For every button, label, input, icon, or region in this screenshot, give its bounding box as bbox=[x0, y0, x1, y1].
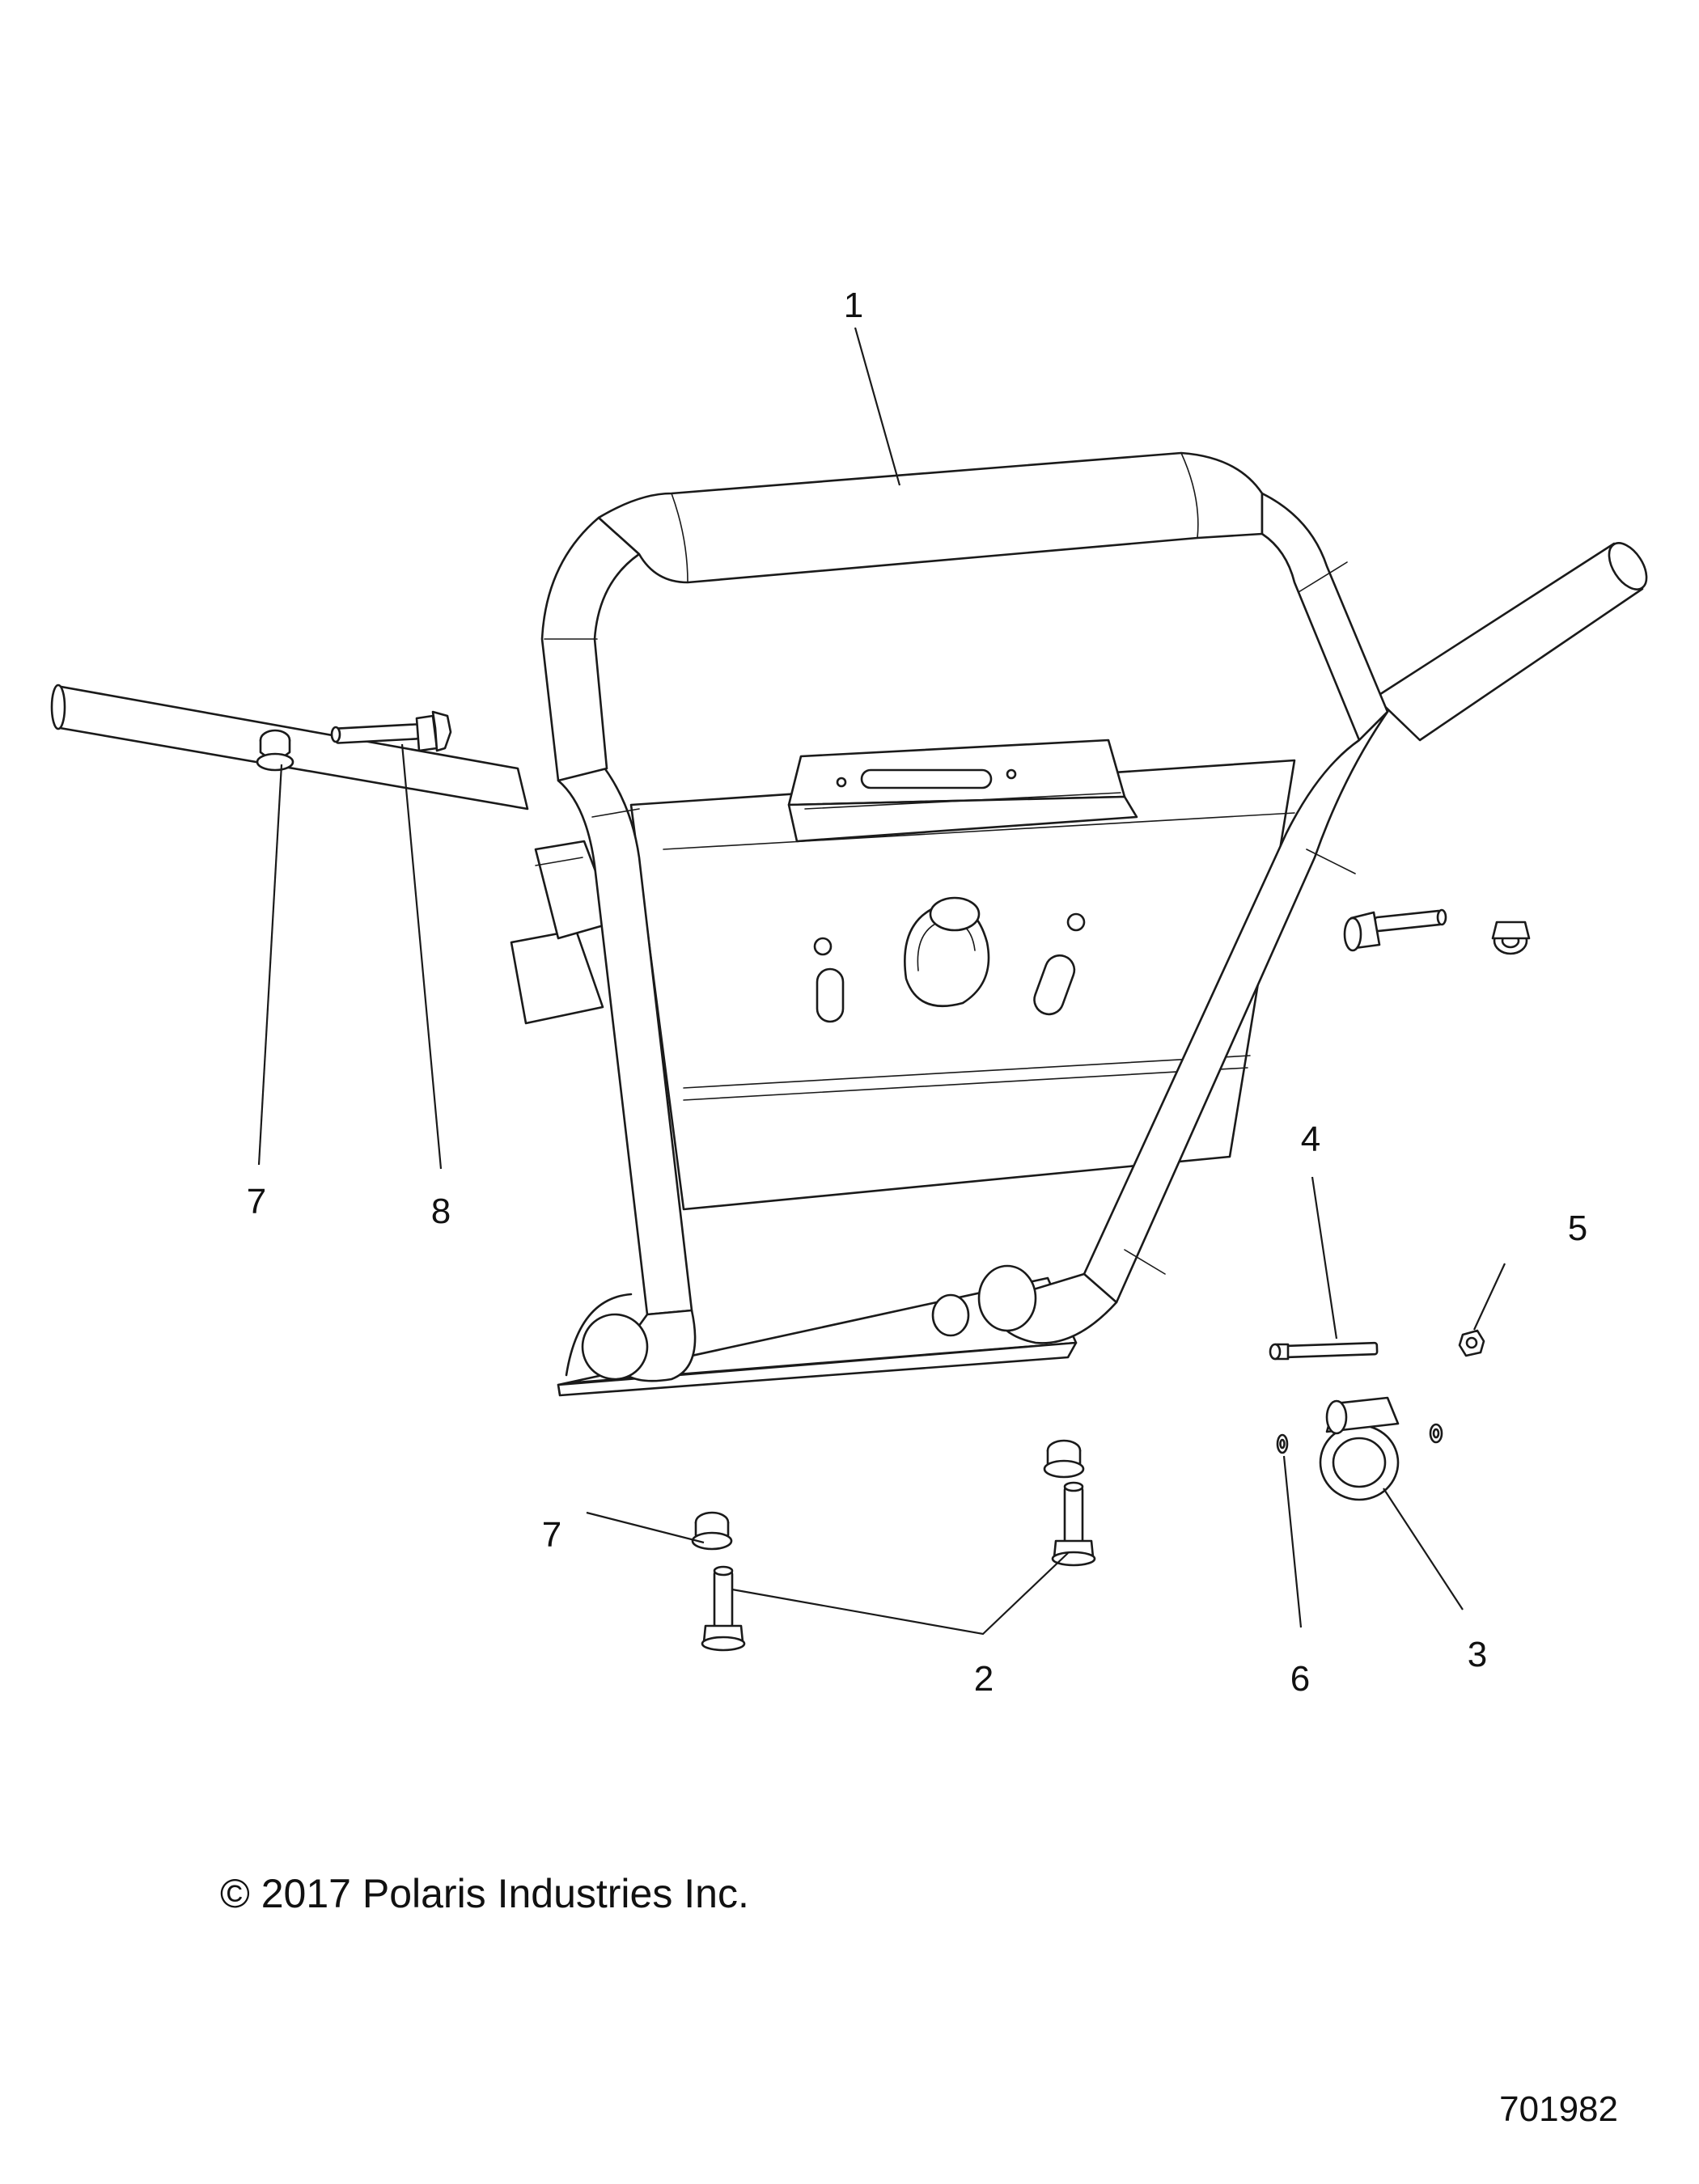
leader-4 bbox=[1311, 1176, 1338, 1340]
leader-7b bbox=[586, 1511, 705, 1544]
bumper-rear-mount-bracket bbox=[510, 840, 616, 1025]
nut-lower-right bbox=[1043, 1439, 1085, 1479]
washer-part-6-pair bbox=[1429, 1423, 1443, 1444]
leader-1 bbox=[854, 327, 901, 486]
bolt-part-4 bbox=[1269, 1341, 1379, 1361]
nut-part-7-lower-left bbox=[691, 1511, 733, 1551]
bumper-main-hoop-tube bbox=[540, 451, 1389, 1382]
washer-part-6 bbox=[1276, 1433, 1289, 1454]
callout-3: 3 bbox=[1468, 1635, 1487, 1674]
bolt-right-upper bbox=[1343, 908, 1447, 952]
bolt-part-2-left bbox=[701, 1565, 746, 1652]
nut-part-7-left bbox=[256, 729, 294, 772]
bumper-right-extension-tube bbox=[1374, 542, 1648, 742]
leader-2 bbox=[731, 1552, 1069, 1636]
nut-part-5 bbox=[1458, 1329, 1485, 1357]
callout-7-upper: 7 bbox=[247, 1182, 266, 1221]
bolt-part-8 bbox=[330, 710, 452, 752]
leader-5 bbox=[1473, 1263, 1506, 1331]
callout-1: 1 bbox=[844, 286, 863, 325]
callout-5: 5 bbox=[1568, 1208, 1587, 1248]
winch-mount-plate bbox=[787, 739, 1138, 843]
leader-lines bbox=[257, 327, 1506, 1636]
winch-fairlead-opening bbox=[904, 896, 990, 1007]
copyright-notice: © 2017 Polaris Industries Inc. bbox=[220, 1871, 749, 1916]
leader-3 bbox=[1383, 1488, 1464, 1610]
leader-8 bbox=[400, 743, 443, 1170]
bolt-part-2-right bbox=[1051, 1481, 1096, 1567]
nut-right-upper bbox=[1491, 921, 1531, 955]
callout-numbers: 1 2 3 4 5 6 7 7 8 bbox=[247, 286, 1587, 1699]
leader-6 bbox=[1282, 1455, 1303, 1628]
callout-8: 8 bbox=[431, 1191, 451, 1231]
drawing-number: 701982 bbox=[1499, 2089, 1618, 2129]
callout-2: 2 bbox=[974, 1659, 994, 1699]
tow-shackle-part-3 bbox=[1319, 1396, 1400, 1501]
callout-7-lower: 7 bbox=[542, 1515, 561, 1555]
callout-4: 4 bbox=[1301, 1120, 1320, 1159]
skid-plate-mount-slots bbox=[813, 912, 1086, 1023]
callout-6: 6 bbox=[1290, 1659, 1310, 1699]
front-bumper-assembly bbox=[50, 451, 1648, 1397]
leader-7a bbox=[257, 764, 283, 1166]
